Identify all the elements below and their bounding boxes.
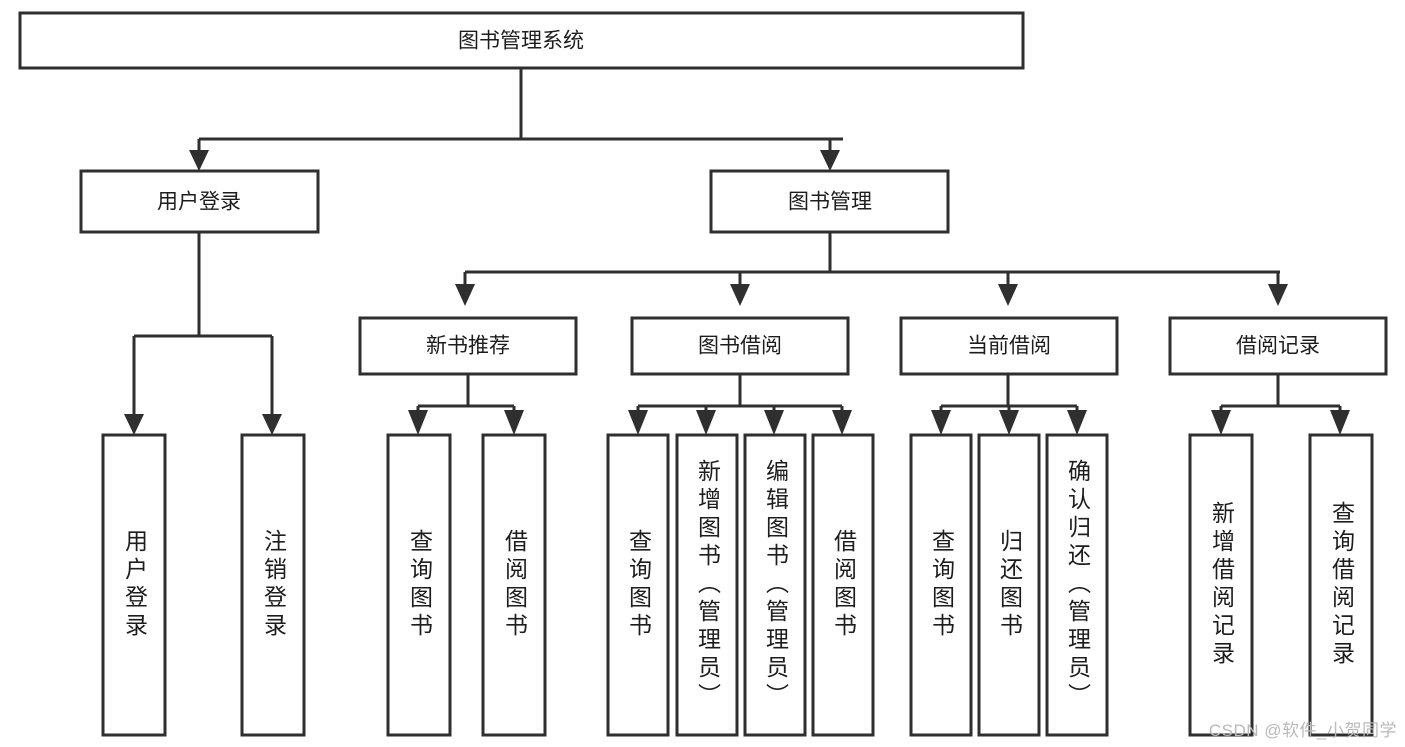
connector-newbook-to-leaves xyxy=(408,374,524,435)
node-label: 借阅记录 xyxy=(1236,335,1320,358)
leaf-box-borrow-book-2 xyxy=(811,433,875,737)
leaf-box-user-logout xyxy=(240,433,306,737)
leaf-box-user-login xyxy=(101,433,167,737)
node-borrow-record[interactable]: 借阅记录 xyxy=(1168,316,1388,376)
node-new-book-recommend[interactable]: 新书推荐 xyxy=(358,316,578,376)
node-label: 图书管理系统 xyxy=(458,30,584,53)
leaf-box-borrow-book-1 xyxy=(481,433,547,737)
node-label: 当前借阅 xyxy=(967,335,1051,358)
node-label: 新书推荐 xyxy=(426,335,510,358)
connector-borrowrecord-to-leaves xyxy=(1211,374,1350,435)
node-label: 图书借阅 xyxy=(698,335,782,358)
node-book-borrow[interactable]: 图书借阅 xyxy=(630,316,850,376)
leaf-box-query-book-3 xyxy=(909,433,973,737)
node-book-management-system[interactable]: 图书管理系统 xyxy=(18,11,1025,70)
connector-bookborrow-to-leaves xyxy=(628,374,852,435)
node-label: 图书管理 xyxy=(788,191,872,214)
leaf-box-query-book-2 xyxy=(606,433,670,737)
csdn-watermark: CSDN @软件_小贺同学 xyxy=(1208,721,1397,740)
leaf-box-edit-book xyxy=(743,433,807,737)
node-label: 用户登录 xyxy=(157,191,241,214)
node-book-management[interactable]: 图书管理 xyxy=(709,169,950,234)
node-current-borrow[interactable]: 当前借阅 xyxy=(899,316,1119,376)
node-user-login[interactable]: 用户登录 xyxy=(79,169,320,234)
leaf-box-query-book-1 xyxy=(386,433,452,737)
connector-userlogin-to-leaves xyxy=(124,232,282,435)
leaf-box-return-book xyxy=(977,433,1041,737)
leaf-box-query-record xyxy=(1308,433,1374,737)
leaf-box-add-book xyxy=(675,433,739,737)
connector-bookmgmt-to-level3 xyxy=(455,232,1288,306)
connector-root-to-level2 xyxy=(189,68,843,171)
leaf-box-confirm-return xyxy=(1045,433,1109,737)
leaf-boxes xyxy=(101,433,1374,737)
connector-currentborrow-to-leaves xyxy=(931,374,1087,435)
leaf-box-add-record xyxy=(1188,433,1254,737)
